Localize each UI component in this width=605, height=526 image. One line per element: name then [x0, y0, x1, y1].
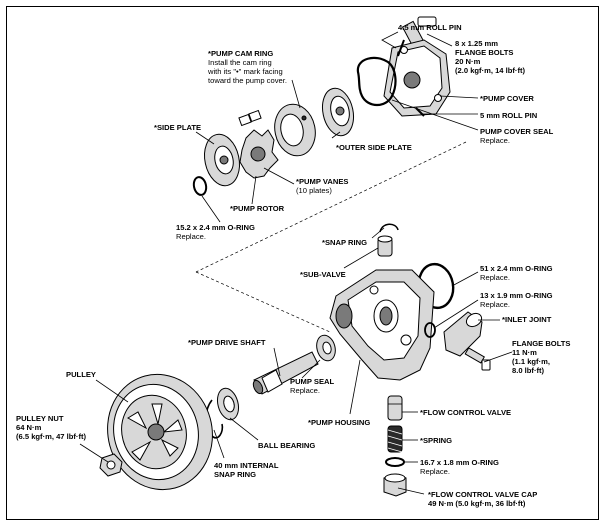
label-flange-bolts-top: 8 x 1.25 mm FLANGE BOLTS 20 N·m (2.0 kgf…: [455, 39, 526, 75]
label-ball-bearing: BALL BEARING: [258, 441, 315, 450]
pump-seal: [316, 334, 336, 362]
label-pump-drive-shaft: *PUMP DRIVE SHAFT: [188, 338, 266, 347]
label-pump-housing: *PUMP HOUSING: [308, 418, 370, 427]
label-spring: *SPRING: [420, 436, 452, 445]
pump-cam-ring: [274, 103, 316, 157]
ball-bearing: [216, 387, 240, 421]
sub-valve: [377, 235, 393, 257]
label-o-ring-13mm: 13 x 1.9 mm O-RING Replace.: [480, 285, 557, 309]
label-o-ring-51mm: 51 x 2.4 mm O-RING Replace.: [480, 258, 557, 282]
o-ring-13mm: [424, 322, 436, 338]
roll-pin-5mm: [415, 107, 425, 117]
pump-drive-shaft: [252, 351, 319, 395]
leader-lines: [79, 31, 513, 495]
diagram-frame: [6, 6, 599, 520]
label-pump-seal: PUMP SEAL Replace.: [290, 371, 339, 395]
label-pulley-nut: PULLEY NUT 64 N·m (6.5 kgf·m, 47 lbf·ft): [16, 414, 87, 441]
pump-rotor: [239, 129, 279, 179]
label-roll-pin-4-5mm: 4.5 mm ROLL PIN: [398, 23, 462, 32]
label-flange-bolts-right: FLANGE BOLTS 11 N·m (1.1 kgf·m, 8.0 lbf·…: [512, 339, 573, 375]
label-pump-rotor: *PUMP ROTOR: [230, 204, 285, 213]
o-ring-16-7mm: [385, 457, 405, 467]
alignment-lines: [195, 141, 467, 333]
roll-pin-4-5mm: [397, 39, 405, 57]
label-sub-valve: *SUB-VALVE: [300, 270, 346, 279]
label-pump-cover: *PUMP COVER: [480, 94, 534, 103]
label-flow-control-valve-cap: *FLOW CONTROL VALVE CAP 49 N·m (5.0 kgf·…: [428, 490, 539, 508]
label-pulley: PULLEY: [66, 370, 96, 379]
pulley-nut: [99, 453, 123, 477]
side-plate: [204, 133, 240, 187]
label-pump-cover-seal: PUMP COVER SEAL Replace.: [480, 121, 558, 145]
label-pump-cam-ring: *PUMP CAM RING Install the cam ring with…: [207, 43, 287, 85]
label-roll-pin-5mm: 5 mm ROLL PIN: [480, 111, 537, 120]
label-side-plate: *SIDE PLATE: [154, 123, 201, 132]
pump-cover: [383, 39, 451, 117]
pump-cover-seal: [356, 56, 397, 107]
label-internal-snap-ring: 40 mm INTERNAL SNAP RING: [214, 461, 281, 479]
label-o-ring-16-7mm: 16.7 x 1.8 mm O-RING Replace.: [420, 452, 503, 476]
o-ring-15-2mm: [192, 176, 208, 196]
pump-vanes: [238, 109, 262, 127]
inlet-joint: [443, 311, 483, 357]
spring: [387, 425, 403, 453]
snap-ring-sub-valve: [379, 223, 399, 233]
label-snap-ring: *SNAP RING: [322, 238, 367, 247]
flange-bolt-right: [464, 347, 491, 371]
label-pump-vanes: *PUMP VANES (10 plates): [296, 171, 353, 195]
label-o-ring-15-2mm: 15.2 x 2.4 mm O-RING Replace.: [176, 217, 259, 241]
flow-control-valve: [387, 395, 403, 421]
flow-control-valve-cap: [383, 473, 407, 497]
pump-housing: [329, 269, 435, 381]
label-outer-side-plate: *OUTER SIDE PLATE: [336, 143, 412, 152]
pulley: [107, 373, 213, 491]
outer-side-plate: [322, 87, 354, 137]
label-flow-control-valve: *FLOW CONTROL VALVE: [420, 408, 511, 417]
label-inlet-joint: *INLET JOINT: [502, 315, 552, 324]
